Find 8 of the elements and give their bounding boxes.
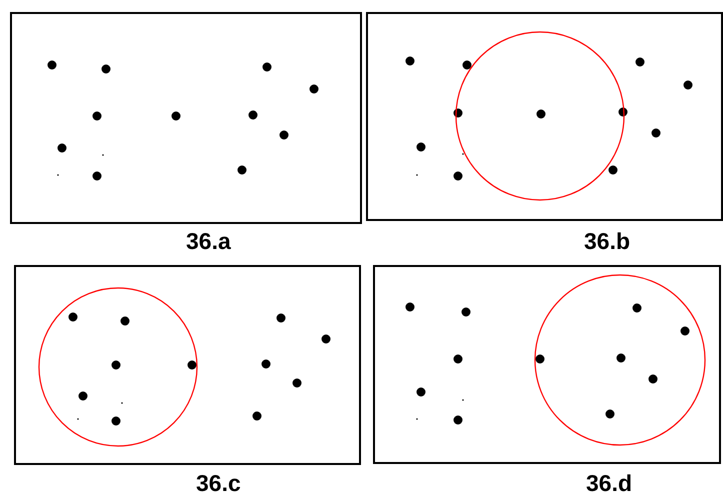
panel-caption: 36.c [196,472,241,495]
panel-caption: 36.a [186,230,231,253]
panel-caption: 36.b [584,230,630,253]
panel-caption: 36.d [586,472,632,495]
plot-panel [14,265,361,465]
plot-panel [10,12,362,224]
plot-panel [366,12,723,221]
plot-panel [373,265,721,464]
